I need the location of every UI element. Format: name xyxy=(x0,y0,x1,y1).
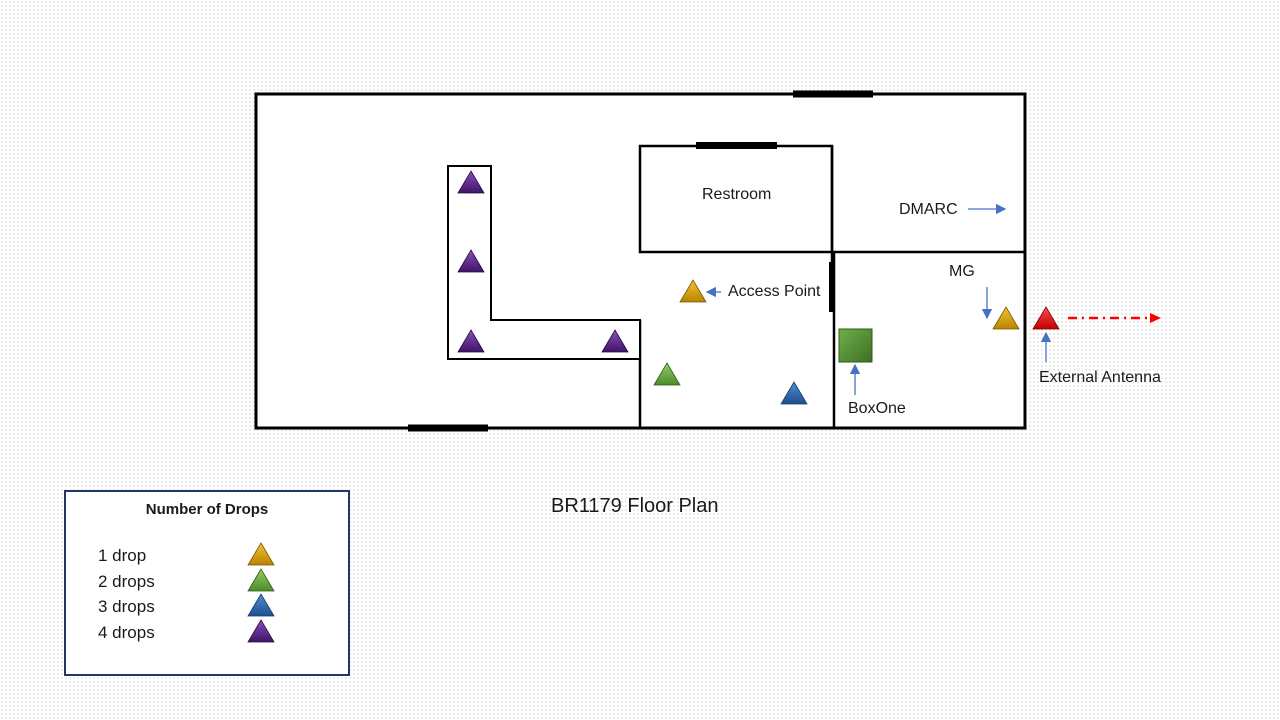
access-point-triangle xyxy=(679,279,707,303)
legend-triangle-3 xyxy=(247,593,275,617)
access-point-label: Access Point xyxy=(728,283,821,300)
drop-triangle-3 xyxy=(780,381,808,405)
drop-triangle-4 xyxy=(457,249,485,273)
door-side xyxy=(829,262,835,312)
antenna-signal-arrowhead xyxy=(1150,313,1161,323)
plan-title: BR1179 Floor Plan xyxy=(551,495,719,517)
drop-triangle-4 xyxy=(601,329,629,353)
boxone-square xyxy=(838,328,873,363)
legend-triangle-1 xyxy=(247,542,275,566)
drop-triangle-4 xyxy=(457,329,485,353)
legend-triangle-4 xyxy=(247,619,275,643)
mg-label: MG xyxy=(949,263,975,280)
door-bottom xyxy=(408,424,488,432)
restroom-label: Restroom xyxy=(702,186,772,203)
door-top xyxy=(793,90,873,98)
external-antenna-triangle xyxy=(1032,306,1060,330)
legend-label-3: 3 drops xyxy=(98,597,155,616)
external-antenna-label: External Antenna xyxy=(1039,369,1161,386)
legend-label-2: 2 drops xyxy=(98,572,155,591)
legend: Number of Drops 1 drop 2 drops 3 drops 4… xyxy=(64,490,350,676)
legend-triangle-2 xyxy=(247,568,275,592)
drop-triangle-4 xyxy=(457,170,485,194)
drop-triangle-2 xyxy=(653,362,681,386)
mg-triangle xyxy=(992,306,1020,330)
legend-swatches xyxy=(247,542,275,643)
legend-label-4: 4 drops xyxy=(98,623,155,642)
boxone-label: BoxOne xyxy=(848,400,906,417)
dmarc-label: DMARC xyxy=(899,201,958,218)
legend-label-1: 1 drop xyxy=(98,546,147,565)
legend-title: Number of Drops xyxy=(145,501,269,518)
